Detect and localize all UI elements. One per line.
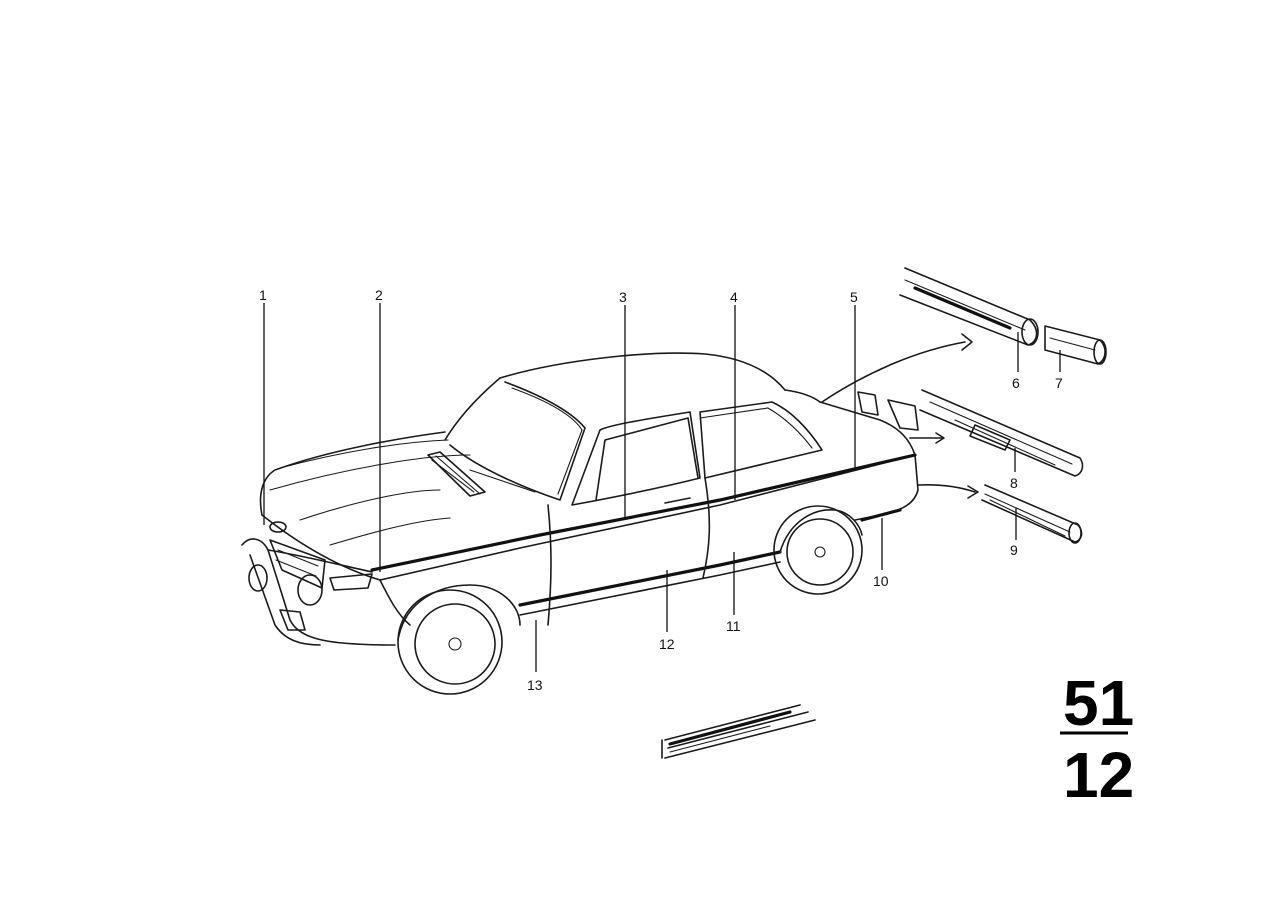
callout-13: 13 <box>527 677 543 693</box>
callout-labels: 1 2 3 4 5 6 7 8 9 10 11 12 13 <box>259 287 1063 693</box>
callout-12: 12 <box>659 636 675 652</box>
section-number-top: 51 <box>1063 667 1134 739</box>
callout-7: 7 <box>1055 375 1063 391</box>
callout-11: 11 <box>726 618 741 634</box>
callout-8: 8 <box>1010 475 1018 491</box>
callout-6: 6 <box>1012 375 1020 391</box>
callout-9: 9 <box>1010 542 1018 558</box>
car-illustration <box>241 352 919 695</box>
detail-parts <box>661 267 1107 759</box>
callout-10: 10 <box>873 573 889 589</box>
callout-1: 1 <box>259 287 267 303</box>
callout-4: 4 <box>730 289 738 305</box>
callout-2: 2 <box>375 287 383 303</box>
section-number: 51 12 <box>1060 667 1134 811</box>
callout-5: 5 <box>850 289 858 305</box>
leader-lines <box>263 303 1061 672</box>
callout-3: 3 <box>619 289 627 305</box>
section-number-bottom: 12 <box>1063 739 1134 811</box>
